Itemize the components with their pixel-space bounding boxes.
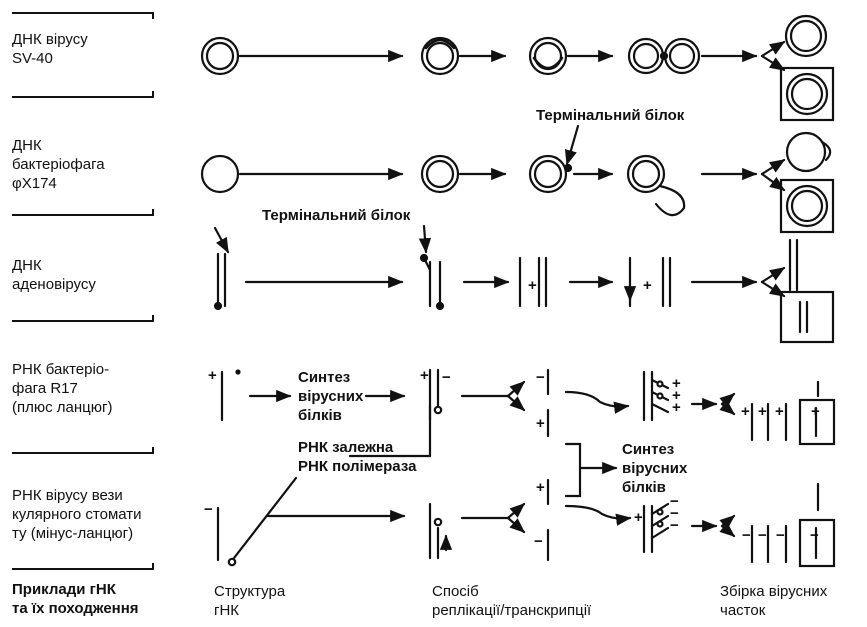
- plus-sign: +: [775, 403, 784, 420]
- fork: [762, 42, 784, 70]
- minus-sign: −: [204, 501, 213, 518]
- pointer-rna-polymerase: [234, 478, 296, 558]
- linear-dsdna-icon: [215, 254, 225, 309]
- plus-sign: +: [672, 399, 681, 416]
- rolling-circle-icon: [628, 156, 684, 215]
- minus-sign: −: [810, 527, 819, 544]
- progeny-dsdna-icon: [790, 240, 797, 290]
- virion-capsid-icon: [781, 292, 833, 342]
- rna-replicative-form-icon: [430, 504, 446, 558]
- fork: [508, 504, 524, 532]
- minus-sign: −: [442, 369, 451, 386]
- rna-replicative-form-icon: [430, 370, 441, 420]
- plus-sign: +: [536, 479, 545, 496]
- fork: [508, 382, 524, 410]
- progeny-circle-icon: [786, 16, 826, 56]
- ssdna-circle-icon: [202, 156, 238, 192]
- row-vsv-graphics: [218, 444, 834, 566]
- arrow: [566, 392, 628, 407]
- plus-sign: +: [420, 367, 429, 384]
- plus-sign: +: [208, 367, 217, 384]
- virion-capsid-icon: [781, 68, 833, 120]
- minus-sign: −: [670, 517, 679, 534]
- row-sv40-graphics: [202, 16, 833, 120]
- minus-sign: −: [742, 527, 751, 544]
- pointer-terminal-protein: [424, 226, 426, 252]
- arrow: [566, 506, 630, 519]
- plus-sign: +: [528, 277, 537, 294]
- rna-translation-icon: [644, 504, 668, 552]
- ds-circle-with-terminal-protein-icon: [530, 156, 571, 192]
- fork: [722, 394, 734, 414]
- plus-sign: +: [741, 403, 750, 420]
- row-adenovirus-graphics: [215, 226, 833, 342]
- pointer-terminal-protein: [215, 228, 228, 252]
- ds-circle-icon: [422, 156, 458, 192]
- replicating-circle-icon: [422, 38, 458, 74]
- fork: [722, 516, 734, 536]
- minus-sign: −: [758, 527, 767, 544]
- strand-displacement-icon: [421, 255, 443, 309]
- replicating-circle-icon: [530, 38, 566, 74]
- progeny-circle-icon: [787, 133, 830, 171]
- plus-sign: +: [643, 277, 652, 294]
- minus-sign: −: [536, 369, 545, 386]
- row-phix174-graphics: [202, 126, 833, 232]
- minus-sign: −: [776, 527, 785, 544]
- plus-sign: +: [758, 403, 767, 420]
- dividing-circles-icon: [629, 39, 699, 73]
- plus-sign: +: [634, 509, 643, 526]
- dna-circle-icon: [202, 38, 238, 74]
- pointer-terminal-protein: [567, 126, 578, 164]
- rna-translation-icon: [644, 372, 668, 420]
- plus-sign: +: [811, 403, 820, 420]
- virion-capsid-icon: [781, 180, 833, 232]
- plus-sign: +: [536, 415, 545, 432]
- bracket: [566, 444, 580, 496]
- minus-sign: −: [534, 533, 543, 550]
